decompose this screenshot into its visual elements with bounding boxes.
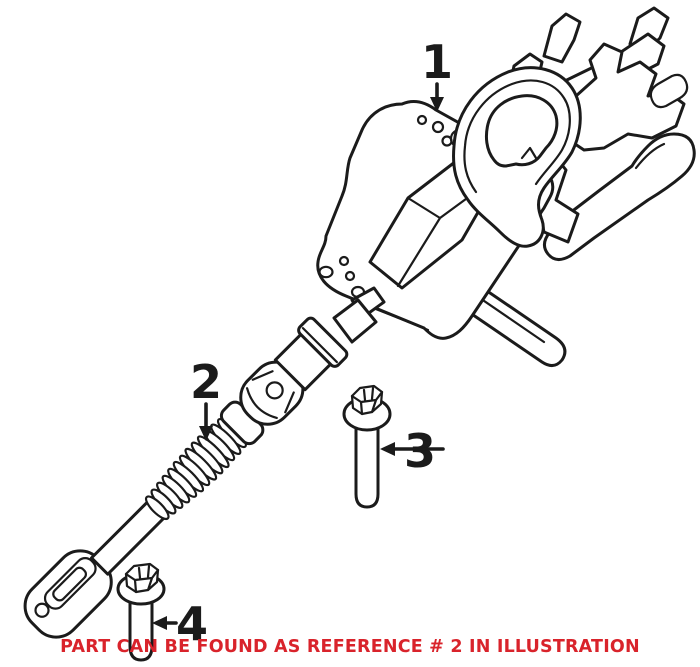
u-joint-fork-lines xyxy=(251,370,295,414)
loop-opening xyxy=(484,94,559,168)
column-top-foot-left xyxy=(542,12,582,64)
u-joint-cup-line xyxy=(245,387,278,420)
bolt-3-illustration xyxy=(342,384,392,509)
loop-opening-notch xyxy=(520,146,538,160)
bolt-4-illustration xyxy=(116,562,166,662)
tilt-lever-crease xyxy=(634,142,666,170)
bolt-3-shank xyxy=(354,424,380,509)
u-joint-hole xyxy=(265,381,284,400)
arrowhead-part-2 xyxy=(199,426,213,441)
part-ref-1: 1 xyxy=(421,35,453,89)
arrowhead-part-4 xyxy=(152,616,167,630)
column-right-bracket xyxy=(558,42,686,152)
part-ref-4: 4 xyxy=(176,597,208,651)
shaft-splined-bevel xyxy=(301,327,338,364)
reference-caption: PART CAN BE FOUND AS REFERENCE # 2 IN IL… xyxy=(60,637,640,657)
bolt-3-torx-detail xyxy=(350,386,384,416)
yoke-slot-step xyxy=(52,566,88,602)
yoke-hole xyxy=(34,602,50,618)
part-ref-3: 3 xyxy=(404,424,436,478)
part-ref-2: 2 xyxy=(190,355,222,409)
reference-labels: 1 2 3 4 xyxy=(152,35,453,651)
shaft-splined-end xyxy=(297,316,349,368)
bolt-4-shank xyxy=(128,598,154,662)
yoke-slot xyxy=(43,557,97,610)
intermediate-shaft-illustration xyxy=(23,316,349,639)
loop-inner-wall xyxy=(463,79,571,194)
tilt-lever xyxy=(543,132,696,261)
steering-column-assembly-illustration xyxy=(316,6,696,367)
bolt-4-torx-detail xyxy=(124,564,160,594)
arrowhead-part-3 xyxy=(380,442,395,456)
arrowhead-part-1 xyxy=(430,97,444,112)
column-shaft-stub-end xyxy=(332,298,378,344)
column-right-nub xyxy=(649,73,689,109)
